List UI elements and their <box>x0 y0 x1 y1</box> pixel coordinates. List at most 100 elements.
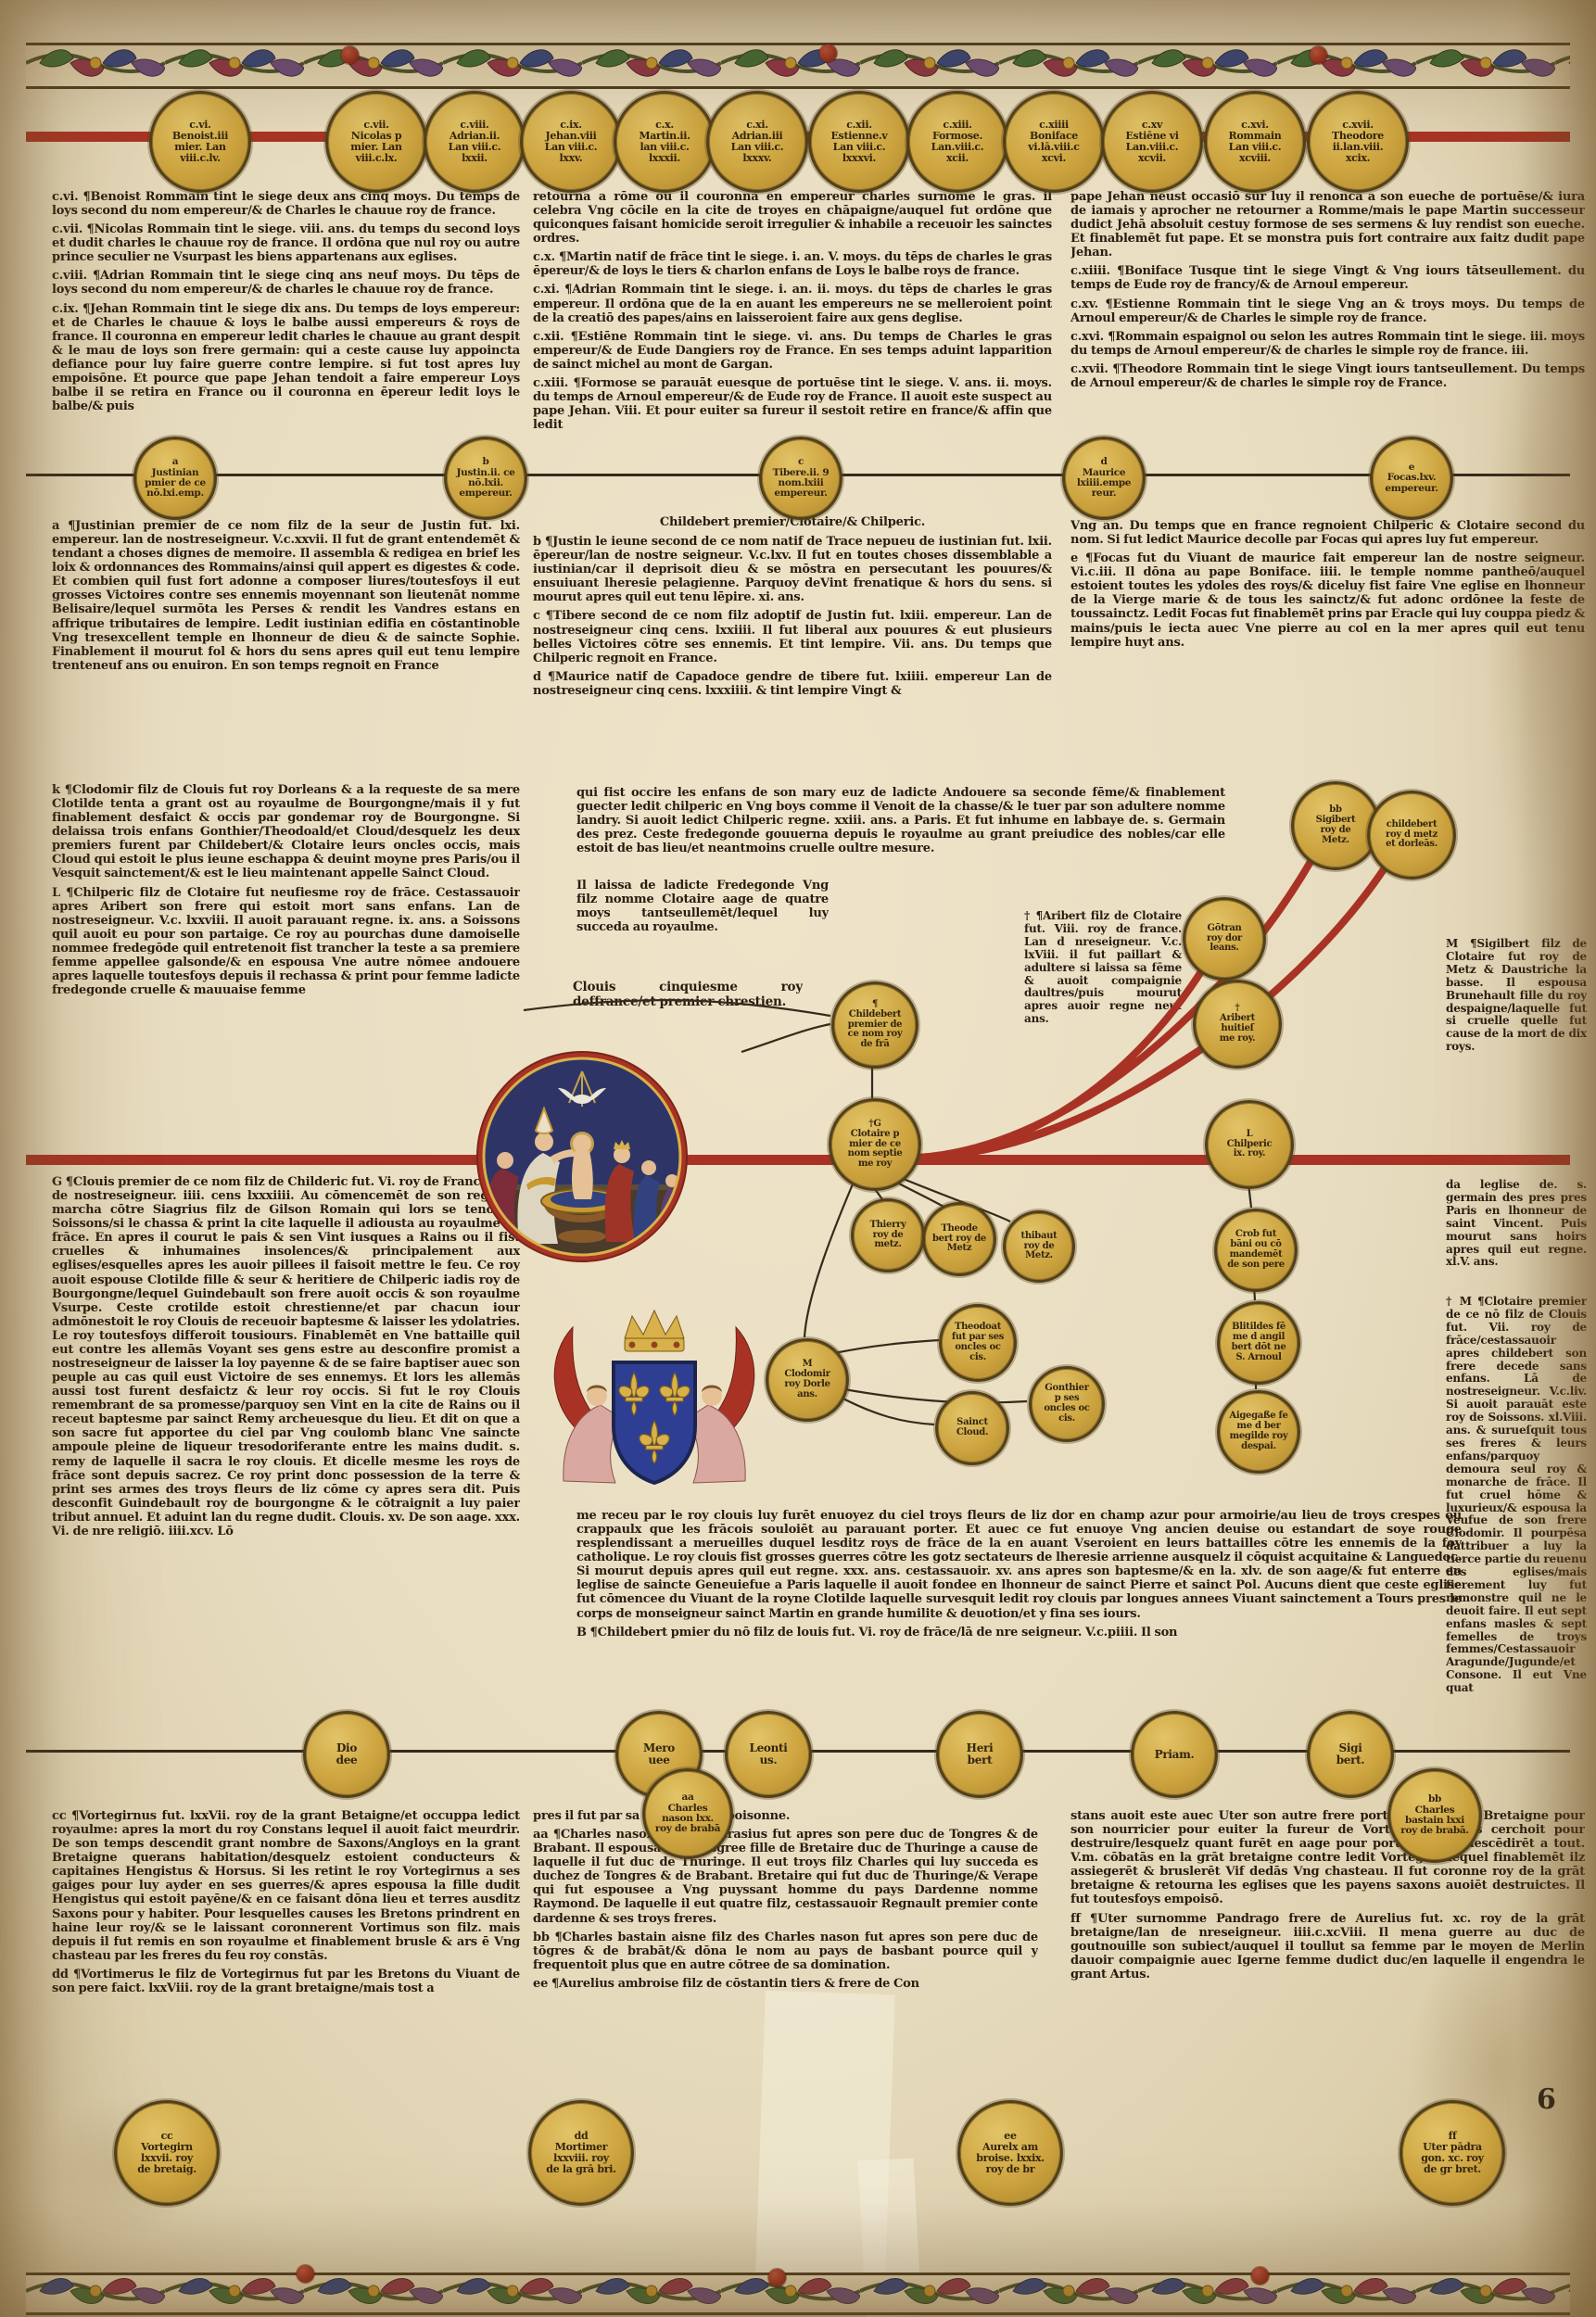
kings-row-node-priam: Priam. <box>1131 1711 1218 1798</box>
kings-row-node-sigibert: Sigi bert. <box>1307 1711 1394 1798</box>
node-label: bb Charles bastain lxxi roy de brabā. <box>1400 1793 1469 1837</box>
text-emperors-col2: Childebert premier/Clotaire/& Chilperic.… <box>533 515 1052 779</box>
border-band-top <box>26 43 1570 89</box>
paragraph: B ¶Childebert pmier du nō filz de louis … <box>576 1625 1178 1640</box>
emperor-medallion-justinian: a Justinian pmier de ce nō.lxi.emp. <box>133 437 217 520</box>
text-gen-right2: da leglise de. s. germain des pres pres … <box>1446 1179 1587 1269</box>
node-label: e Focas.lxv. empereur. <box>1385 462 1438 494</box>
red-dot <box>819 44 837 62</box>
emperor-medallion-maurice: d Maurice lxiiii.empe reur. <box>1062 437 1146 520</box>
baptism-miniature <box>476 1051 688 1262</box>
paragraph: retourna a rōme ou il couronna en empere… <box>533 190 1052 247</box>
pope-medallion-adrian-iii: c.xi. Adrian.iii Lan viii.c. lxxxv. <box>706 91 808 193</box>
paragraph: c.xv. ¶Estienne Rommain tint le siege Vn… <box>1070 297 1585 325</box>
node-label: c.x. Martin.ii. lan viii.c. lxxxii. <box>639 119 690 164</box>
paragraph: a ¶Justinian premier de ce nom filz de l… <box>52 519 520 673</box>
paragraph: c.vii. ¶Nicolas Rommain tint le siege. v… <box>52 222 520 265</box>
node-chilperic: L Chilperic ix. roy. <box>1205 1100 1294 1189</box>
node-label: Blitildes fē me d angil bert dōt ne S. A… <box>1231 1322 1286 1362</box>
node-label: childebert roy d metz et dorleās. <box>1386 818 1438 850</box>
node-label: c.xi. Adrian.iii Lan viii.c. lxxxv. <box>730 119 784 164</box>
pope-medallion-rommain: c.xvi. Rommain Lan viii.c. xcviii. <box>1204 91 1306 193</box>
node-vortimerus: dd Mortimer lxxviii. roy de la grā bri. <box>528 2100 634 2206</box>
node-label: Priam. <box>1154 1747 1195 1761</box>
red-branch-curves <box>914 856 1389 1161</box>
paragraph: e ¶Focas fut du Viuant de maurice fait e… <box>1070 551 1585 650</box>
paragraph: me receu par le roy clouis luy furēt enu… <box>576 1509 1462 1621</box>
folio-mark: 6 <box>1537 2083 1556 2116</box>
paragraph: c.viii. ¶Adrian Rommain tint le siege ci… <box>52 269 520 298</box>
node-label: Aigegaße fe me d ber megilde roy despai. <box>1229 1411 1288 1451</box>
paragraph: cc ¶Vortegirnus fut. lxxVii. roy de la g… <box>52 1809 520 1963</box>
node-clodomir: M Clodomir roy Dorle ans. <box>766 1338 849 1422</box>
node-label: † Aribert huitieſ me roy. <box>1219 1003 1256 1044</box>
red-dot <box>768 2269 786 2286</box>
node-label: c.viii. Adrian.ii. Lan viii.c. lxxii. <box>448 119 501 164</box>
text-gen-right3: † M ¶Clotaire premier de ce nō filz de C… <box>1446 1296 1587 1695</box>
pope-medallion-formose: c.xiii. Formose. Lan.viii.c. xcii. <box>906 91 1008 193</box>
node-label: aa Charles nason lxx. roy de brabā <box>654 1792 721 1835</box>
node-label: c.xiii. Formose. Lan.viii.c. xcii. <box>931 119 984 164</box>
node-aurelius-ambroise: ee Aurelx am broise. lxxix. roy de br <box>957 2100 1063 2206</box>
paragraph: c.xvi. ¶Rommain espaignol ou selon les a… <box>1070 329 1585 358</box>
text-gen-mid2: Il laissa de ladicte Fredegonde Vng filz… <box>576 879 829 935</box>
pope-medallion-estienne-v: c.xii. Estienne.v Lan viii.c. lxxxvi. <box>808 91 910 193</box>
node-vortegirnus: cc Vortegirn lxxvii. roy de bretaig. <box>114 2100 220 2206</box>
paragraph: k ¶Clodomir filz de Clouis fut roy Dorle… <box>52 783 520 881</box>
text-gen-mid1: qui fist occire les enfans de son mary e… <box>576 786 1225 856</box>
bishop-saint-remy <box>517 1106 575 1244</box>
node-charles-bastain: bb Charles bastain lxxi roy de brabā. <box>1387 1768 1482 1863</box>
paragraph: G ¶Clouis premier de ce nom filz de Chil… <box>52 1175 520 1538</box>
node-gontran: Gōtran roy dor leans. <box>1183 897 1266 981</box>
node-label: b Justin.ii. ce nō.lxii. empereur. <box>456 456 515 500</box>
node-childebert-i: ¶ Childebert premier de ce nom roy de fr… <box>831 981 918 1069</box>
node-label: thibaut roy de Metz. <box>1020 1230 1058 1261</box>
emperor-paragraphs: b ¶Justin le ieune second de ce nom nati… <box>533 535 1052 698</box>
text-emperors-col3: Vng an. Du temps que en france regnoient… <box>1070 519 1585 783</box>
text-mid-bottom: me receu par le roy clouis luy furēt enu… <box>576 1509 1462 1724</box>
paragraph: Vng an. Du temps que en france regnoient… <box>1070 519 1585 548</box>
paragraph: c.xiii. ¶Formose se parauāt euesque de p… <box>533 375 1052 429</box>
kings-row-node-leontius: Leonti us. <box>725 1711 812 1798</box>
node-label: cc Vortegirn lxxvii. roy de bretaig. <box>137 2130 196 2175</box>
text-gen-right1: M ¶Sigilbert filz de Clotaire fut roy de… <box>1446 938 1587 1054</box>
node-label: c.xiiii Boniface vi.lā.viii.c xcvi. <box>1028 119 1080 164</box>
pope-medallion-adrian-ii: c.viii. Adrian.ii. Lan viii.c. lxxii. <box>424 91 526 193</box>
node-label: Thierry roy de metz. <box>869 1219 906 1250</box>
paragraph: b ¶Justin le ieune second de ce nom nati… <box>533 535 1052 605</box>
red-dot <box>297 2265 314 2283</box>
node-childebert-metz: childebert roy d metz et dorleās. <box>1367 791 1456 880</box>
text-top-col1: c.vi. ¶Benoist Rommain tint le siege deu… <box>52 190 520 429</box>
node-label: Dio dee <box>336 1741 358 1766</box>
kings-row-node-heribert: Heri bert <box>936 1711 1023 1798</box>
paragraph: pape Jehan neust occasiō sur luy il reno… <box>1070 190 1585 260</box>
node-label: Leonti us. <box>749 1741 788 1766</box>
node-label: dd Mortimer lxxviii. roy de la grā bri. <box>546 2130 616 2175</box>
paragraph: c.xiiii. ¶Boniface Tusque tint le siege … <box>1070 264 1585 293</box>
pope-medallion-martin: c.x. Martin.ii. lan viii.c. lxxxii. <box>614 91 716 193</box>
node-aribert: † Aribert huitieſ me roy. <box>1193 980 1282 1069</box>
node-label: a Justinian pmier de ce nō.lxi.emp. <box>145 456 206 500</box>
node-label: Gōtran roy dor leans. <box>1206 922 1243 954</box>
node-sigibert-metz: bb Sigibert roy de Metz. <box>1291 781 1380 870</box>
paragraph: ee ¶Aurelius ambroise filz de cōstantin … <box>533 1976 919 1991</box>
text-gen-left-above: k ¶Clodomir filz de Clouis fut roy Dorle… <box>52 783 520 1146</box>
paragraph: c.vi. ¶Benoist Rommain tint le siege deu… <box>52 190 520 219</box>
node-label: c.vii. Nicolas p mier. Lan viii.c.lx. <box>350 119 402 164</box>
red-dot <box>1251 2267 1269 2285</box>
node-label: Mero uee <box>642 1741 676 1766</box>
text-top-col2: retourna a rōme ou il couronna en empere… <box>533 190 1052 429</box>
pope-medallion-nicolas: c.vii. Nicolas p mier. Lan viii.c.lx. <box>325 91 427 193</box>
red-dot <box>1310 46 1327 64</box>
pope-medallion-benoist: c.vi. Benoist.iii mier. Lan viii.c.lv. <box>149 91 251 193</box>
border-band-bottom <box>26 2273 1570 2315</box>
king-clovis <box>570 1132 594 1199</box>
node-label: †G Clotaire p mier de ce nom septie me r… <box>847 1119 903 1170</box>
crown-icon <box>624 1309 685 1352</box>
node-label: d Maurice lxiiii.empe reur. <box>1076 456 1132 500</box>
emperor-medallion-justin-ii: b Justin.ii. ce nō.lxii. empereur. <box>444 437 527 520</box>
node-blitildes: Blitildes fē me d angil bert dōt ne S. A… <box>1217 1301 1300 1385</box>
holy-dove-icon <box>558 1088 606 1104</box>
text-gen-left-below: G ¶Clouis premier de ce nom filz de Chil… <box>52 1175 520 1731</box>
